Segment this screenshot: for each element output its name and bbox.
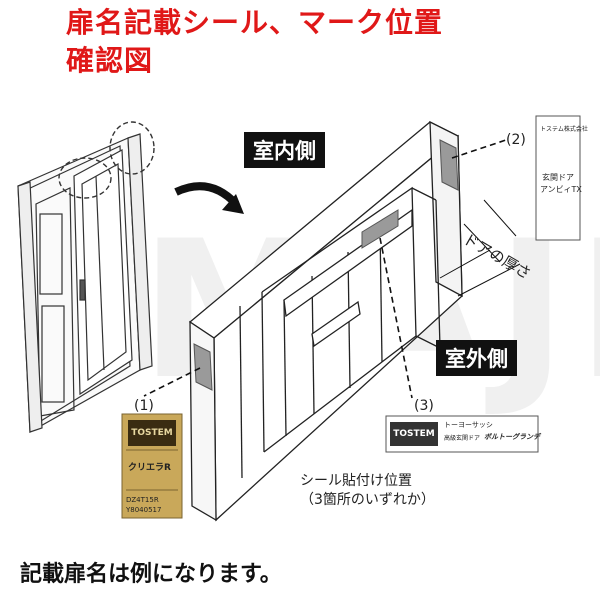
leader-lines bbox=[143, 139, 507, 399]
curved-arrow-head bbox=[222, 194, 244, 214]
sticker-1-code1: DZ4T15R bbox=[126, 496, 159, 504]
sticker-position-3 bbox=[361, 209, 399, 249]
sticker-1-graphic bbox=[121, 413, 183, 519]
sticker-3-model: ボルトーグランデ bbox=[484, 433, 540, 441]
curved-arrow bbox=[174, 182, 239, 207]
sticker-position-1 bbox=[193, 343, 213, 391]
marker-1-label: (1) bbox=[134, 398, 154, 414]
sticker-3-graphic bbox=[385, 415, 539, 453]
door-frame-large bbox=[188, 120, 463, 522]
sticker-1-code2: Y8040517 bbox=[126, 506, 162, 514]
sticker-3-line2: 高級玄関ドア bbox=[444, 435, 481, 442]
sticker-3-line1: トーヨーサッシ bbox=[444, 421, 493, 429]
dashed-circle-left bbox=[58, 157, 112, 199]
door-thickness-dimension bbox=[439, 199, 521, 297]
sticker-2-company: トステム株式会社 bbox=[540, 126, 588, 133]
dashed-circle-right bbox=[109, 121, 155, 175]
sticker-3-brand: TOSTEM bbox=[393, 429, 435, 439]
page-title-line1: 扉名記載シール、マーク位置 bbox=[66, 6, 444, 39]
page-title-line2: 確認図 bbox=[66, 44, 154, 77]
sticker-2-graphic bbox=[535, 115, 581, 241]
placement-note-line2: （3箇所のいずれか） bbox=[300, 492, 435, 508]
sticker-position-2 bbox=[439, 139, 459, 191]
sticker-1-model: クリエラR bbox=[128, 463, 171, 473]
outdoor-side-tag: 室外側 bbox=[436, 340, 517, 376]
placement-note-line1: シール貼付け位置 bbox=[300, 473, 412, 489]
footer-note: 記載扉名は例になります。 bbox=[20, 562, 282, 587]
indoor-side-tag: 室内側 bbox=[244, 132, 325, 168]
small-door-illustration bbox=[17, 133, 153, 433]
marker-3-label: (3) bbox=[414, 398, 434, 414]
sticker-2-model-line2: アンビィTX bbox=[540, 185, 582, 194]
marker-2-label: (2) bbox=[506, 132, 526, 148]
sticker-1-brand: TOSTEM bbox=[131, 428, 173, 438]
sticker-2-model-line1: 玄関ドア bbox=[542, 173, 574, 182]
